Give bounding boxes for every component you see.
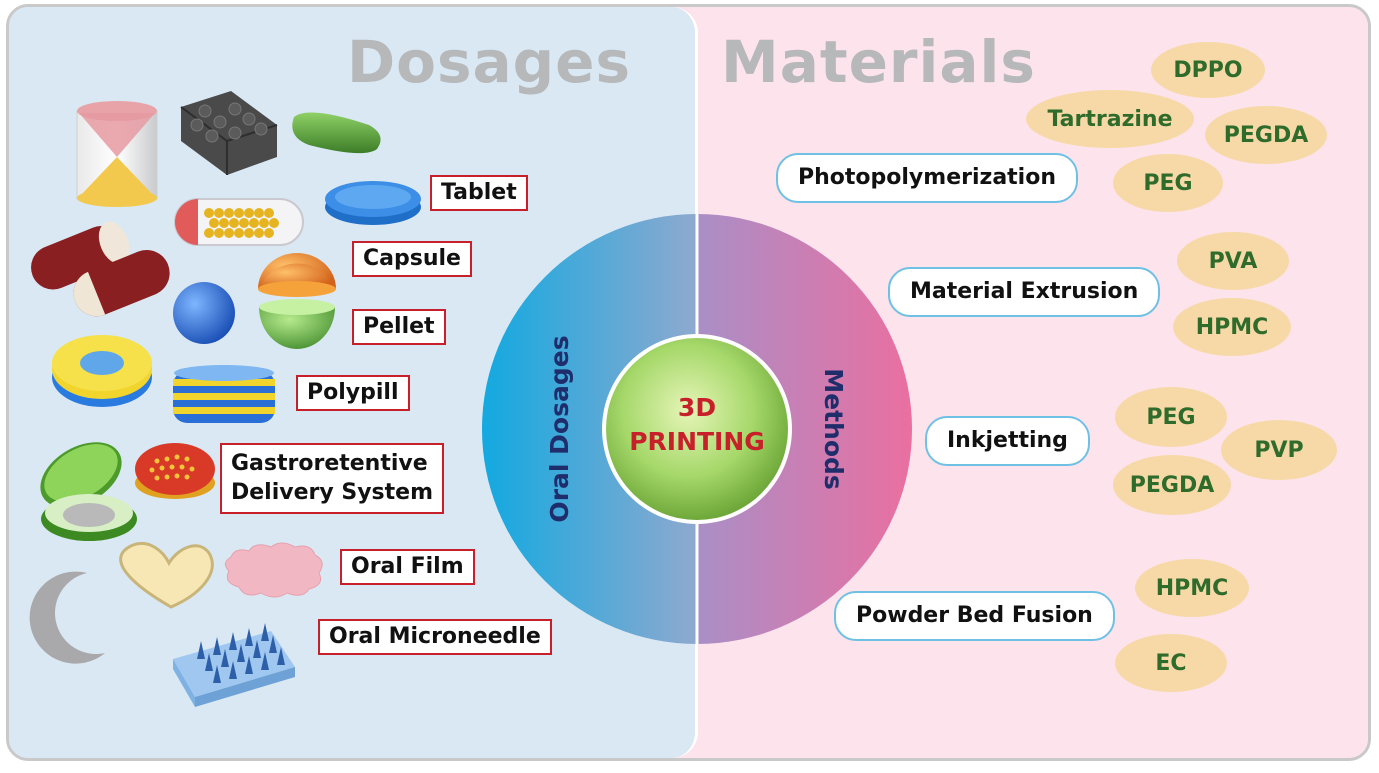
bead-capsule-icon bbox=[174, 198, 304, 246]
materials-heading: Materials bbox=[721, 28, 1036, 96]
split-pellet-icon bbox=[258, 253, 336, 349]
label-oral-film: Oral Film bbox=[340, 549, 475, 586]
center-line1: 3D bbox=[678, 393, 716, 422]
method-photopolymerization: Photopolymerization bbox=[776, 153, 1078, 204]
method-powder-bed-fusion: Powder Bed Fusion bbox=[834, 591, 1115, 642]
dosage-illustrations bbox=[29, 91, 421, 707]
green-caplet-icon bbox=[292, 112, 381, 154]
material-peg-photo: PEG bbox=[1113, 154, 1223, 212]
honeycomb-block-icon bbox=[180, 91, 278, 175]
oral-dosages-arc bbox=[482, 214, 697, 644]
method-inkjetting: Inkjetting bbox=[925, 416, 1090, 467]
material-pegda-photo: PEGDA bbox=[1205, 106, 1327, 164]
center-line2: PRINTING bbox=[629, 427, 765, 456]
dosages-heading: Dosages bbox=[347, 28, 632, 96]
hard-capsule-icon bbox=[31, 221, 170, 317]
oral-dosages-arc-label: Oral Dosages bbox=[545, 335, 574, 522]
material-dppo: DPPO bbox=[1151, 42, 1265, 98]
methods-arc-label: Methods bbox=[819, 368, 848, 490]
oral-film-icon bbox=[225, 542, 323, 598]
blue-pellet-icon bbox=[173, 282, 235, 344]
material-hpmc-extrusion: HPMC bbox=[1173, 298, 1291, 356]
material-pva: PVA bbox=[1177, 232, 1289, 290]
label-polypill: Polypill bbox=[296, 375, 410, 412]
label-gastroretentive: Gastroretentive Delivery System bbox=[220, 443, 445, 515]
methods-arc bbox=[697, 214, 912, 644]
polypill-ring-icon bbox=[52, 335, 152, 407]
center-diagram: 3D PRINTING Oral Dosages Methods bbox=[482, 214, 912, 644]
gastroretentive-case-icon bbox=[40, 442, 137, 541]
label-tablet: Tablet bbox=[430, 175, 528, 212]
microneedle-patch-icon bbox=[173, 623, 295, 707]
material-peg-inkjet: PEG bbox=[1115, 387, 1227, 447]
label-gastroretentive-line2: Delivery System bbox=[231, 479, 434, 505]
label-oral-microneedle: Oral Microneedle bbox=[318, 619, 552, 656]
diagram-frame: Dosages Materials bbox=[6, 4, 1371, 761]
material-tartrazine: Tartrazine bbox=[1026, 90, 1194, 148]
hourglass-tablet-icon bbox=[76, 101, 158, 207]
label-pellet: Pellet bbox=[352, 309, 446, 346]
label-capsule: Capsule bbox=[352, 241, 472, 278]
crescent-tablet-icon bbox=[29, 571, 105, 664]
printing-core bbox=[606, 338, 788, 520]
tablet-disc-icon bbox=[325, 181, 421, 225]
dotted-tablet-icon bbox=[135, 443, 215, 499]
layered-polypill-icon bbox=[173, 365, 275, 423]
material-ec: EC bbox=[1115, 634, 1227, 692]
label-gastroretentive-line1: Gastroretentive bbox=[231, 451, 428, 476]
heart-tablet-icon bbox=[119, 542, 214, 609]
material-hpmc-pbf: HPMC bbox=[1135, 559, 1249, 617]
material-pvp: PVP bbox=[1221, 420, 1337, 480]
material-pegda-inkjet: PEGDA bbox=[1113, 455, 1231, 515]
method-material-extrusion: Material Extrusion bbox=[888, 267, 1161, 318]
